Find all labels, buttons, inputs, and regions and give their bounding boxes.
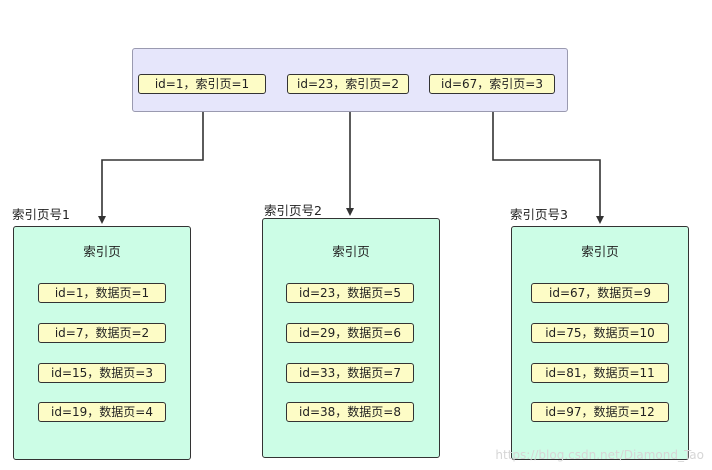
watermark: https://blog.csdn.net/Diamond_Tao: [495, 448, 704, 462]
connector-root-page1: [98, 94, 204, 224]
page-entry: id=1，数据页=1: [38, 283, 166, 303]
page-entry: id=97，数据页=12: [531, 402, 669, 422]
page-entry: id=67，数据页=9: [531, 283, 669, 303]
index-page-1: 索引页: [13, 226, 191, 460]
page-entry: id=75，数据页=10: [531, 323, 669, 343]
page-entry: id=15，数据页=3: [38, 363, 166, 383]
page-title: 索引页: [83, 244, 121, 259]
page-entry: id=23，数据页=5: [286, 283, 414, 303]
page-label-1: 索引页号1: [12, 207, 70, 222]
index-page-3: 索引页: [511, 226, 689, 460]
page-entry: id=38，数据页=8: [286, 402, 414, 422]
page-entry: id=81，数据页=11: [531, 363, 669, 383]
root-entry: id=67，索引页=3: [429, 74, 555, 94]
page-entry: id=19，数据页=4: [38, 402, 166, 422]
page-title: 索引页: [581, 244, 619, 259]
page-entry: id=33，数据页=7: [286, 363, 414, 383]
root-entry: id=1，索引页=1: [138, 74, 266, 94]
page-label-2: 索引页号2: [264, 203, 322, 218]
page-label-3: 索引页号3: [510, 207, 568, 222]
page-entry: id=7，数据页=2: [38, 323, 166, 343]
page-entry: id=29，数据页=6: [286, 323, 414, 343]
root-entry: id=23，索引页=2: [287, 74, 409, 94]
connector-root-page3: [492, 94, 604, 224]
page-title: 索引页: [332, 244, 370, 259]
